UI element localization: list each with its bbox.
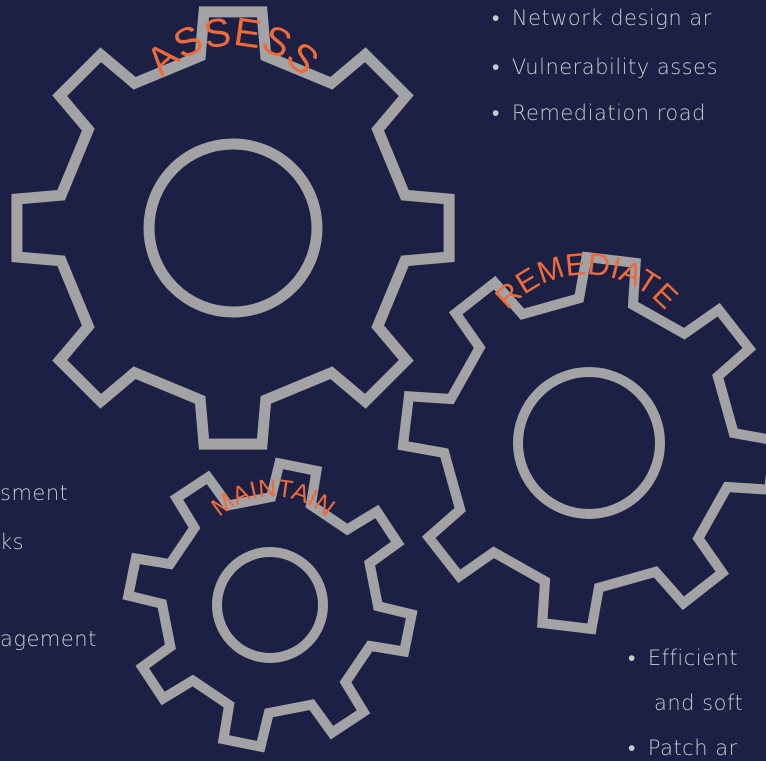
assess-bullet-1: Network design ar [492, 6, 712, 31]
assess-bullet-2: Vulnerability asses [492, 55, 718, 80]
assess-gear-hole [143, 138, 323, 318]
maintain-gear-outline [122, 457, 418, 753]
remediate-gear [397, 251, 766, 635]
maintain-gear-hole [212, 547, 328, 663]
maintain-text-fragment-3: agement [0, 627, 97, 651]
remediate-gear-outline [397, 251, 766, 635]
assess-label: ASSESS [138, 10, 327, 84]
assess-bullet-3: Remediation road [492, 101, 706, 126]
remediate-bullet-1-cont: and soft [654, 691, 744, 715]
remediate-gear-hole [513, 367, 665, 519]
maintain-text-fragment-2: ks [0, 530, 25, 554]
assess-gear-outline [11, 6, 455, 450]
remediate-bullet-1: Efficient [628, 646, 738, 671]
maintain-gear [122, 457, 418, 753]
assess-gear [11, 6, 455, 450]
maintain-label: MAINTAIN [206, 474, 340, 522]
maintain-text-fragment-1: sment [0, 481, 69, 505]
remediate-bullet-2: Patch ar [628, 736, 738, 761]
